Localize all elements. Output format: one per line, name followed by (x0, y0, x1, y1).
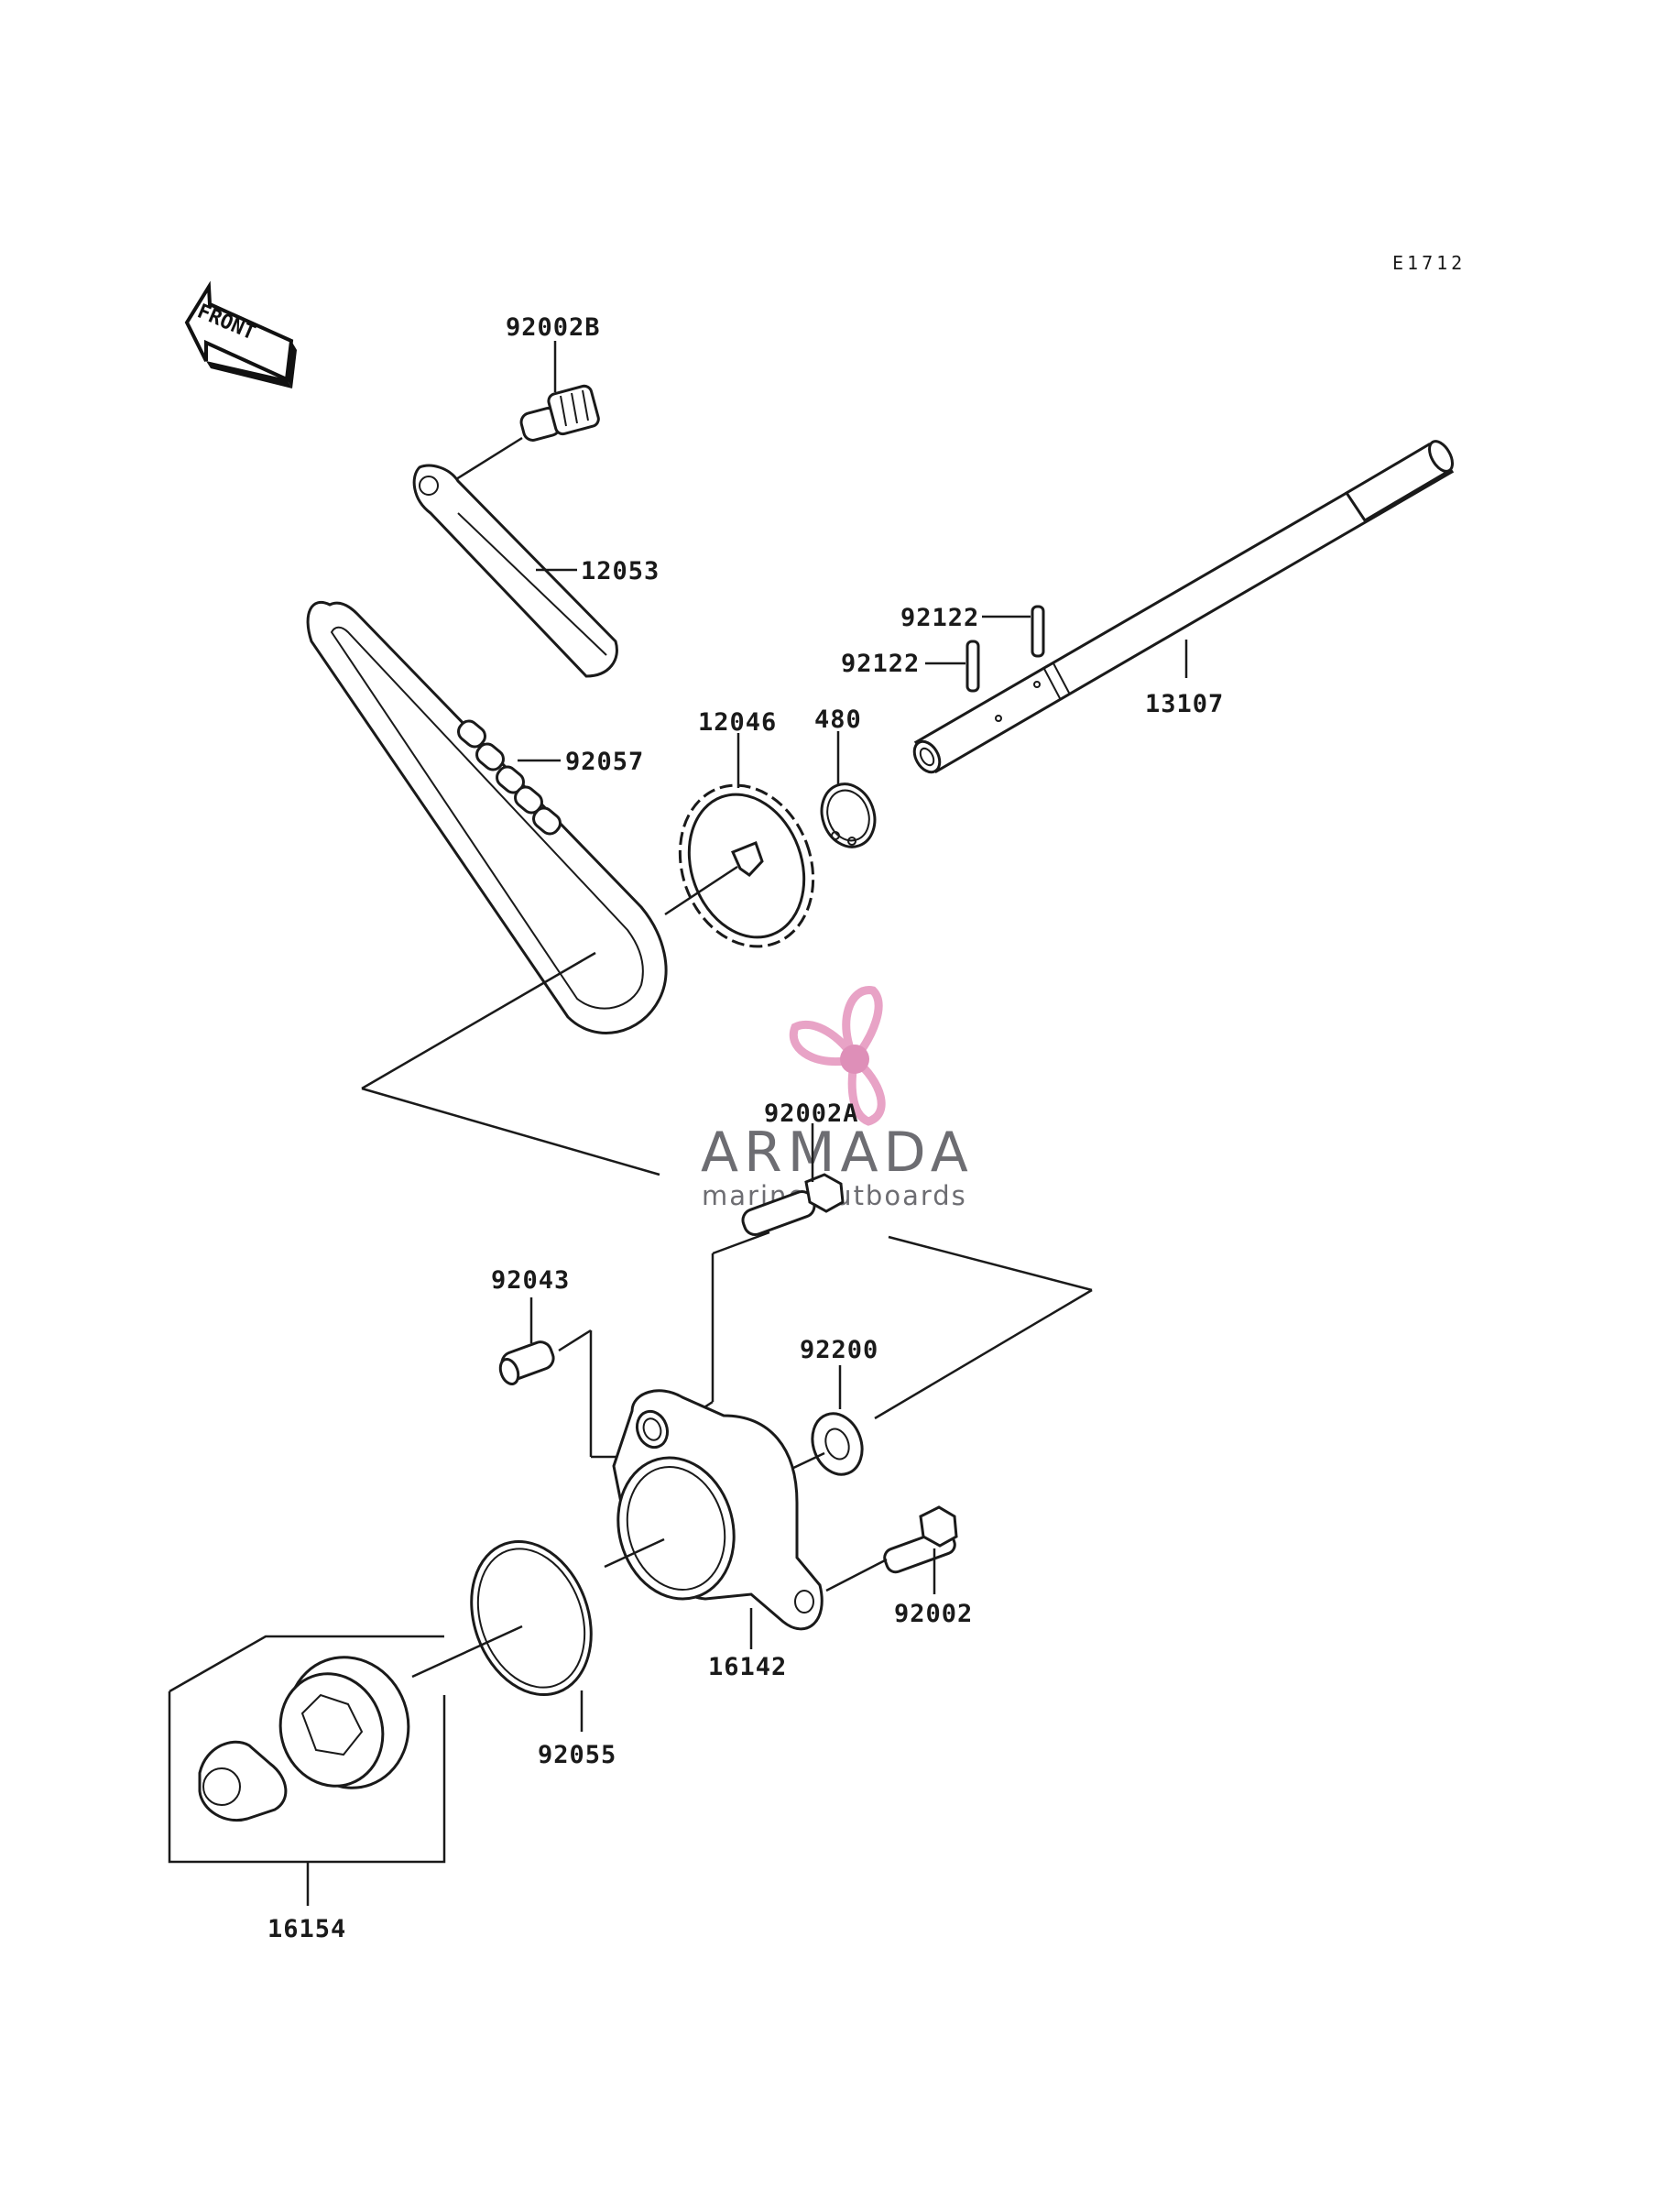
label-92200: 92200 (800, 1336, 878, 1364)
label-13107: 13107 (1145, 690, 1224, 718)
label-480: 480 (814, 706, 862, 734)
shaft-13107 (912, 440, 1455, 774)
label-92122-upper: 92122 (900, 604, 979, 632)
chain-link-sample (457, 719, 562, 836)
label-16142: 16142 (708, 1653, 787, 1681)
chain-guide-12053 (412, 464, 618, 678)
label-92002A: 92002A (764, 1100, 859, 1128)
propeller-icon (789, 986, 886, 1126)
label-12046: 12046 (698, 708, 777, 737)
circlip-480 (820, 782, 877, 848)
dowel-pins-92122 (965, 605, 1045, 693)
label-92043: 92043 (491, 1266, 570, 1295)
label-92055: 92055 (538, 1741, 616, 1769)
label-92122-lower: 92122 (841, 650, 920, 678)
front-arrow-icon: FRONT (184, 280, 297, 388)
label-92002B: 92002B (506, 313, 601, 342)
sprocket-12046 (678, 783, 815, 948)
watermark-brand: ARMADA (701, 1121, 974, 1185)
cam-chain-92057 (306, 601, 668, 1034)
washer-92200 (811, 1412, 864, 1476)
bolt-92002 (883, 1505, 958, 1574)
dowel-92043 (498, 1340, 555, 1386)
label-92057: 92057 (565, 748, 644, 776)
rotor-set-16154 (168, 1635, 446, 1864)
diagram-code: E1712 (1392, 252, 1466, 274)
label-16154: 16154 (267, 1915, 346, 1943)
label-92002: 92002 (894, 1600, 973, 1628)
pump-housing-16142 (612, 1389, 824, 1631)
bolt-92002B (519, 384, 600, 442)
label-12053: 12053 (581, 557, 660, 585)
bolt-92002A (741, 1173, 845, 1236)
o-ring-92055 (470, 1539, 593, 1697)
